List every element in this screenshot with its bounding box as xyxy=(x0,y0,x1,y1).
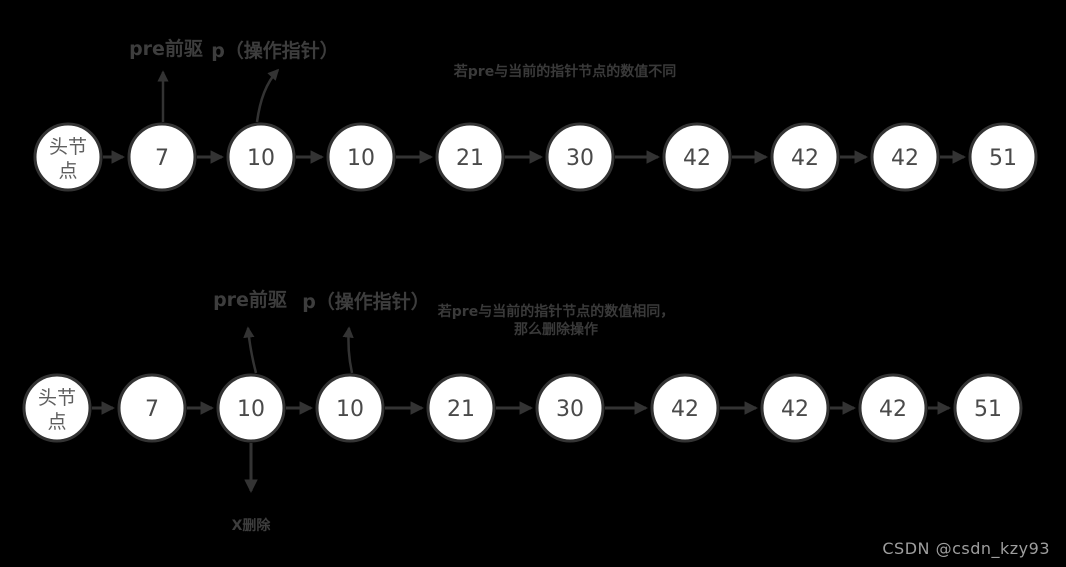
node-value: 42 xyxy=(781,397,809,422)
csdn-watermark: CSDN @csdn_kzy93 xyxy=(882,539,1050,558)
pre-pointer-arrow xyxy=(243,326,258,374)
list-node-circle xyxy=(326,122,396,192)
p-pointer-arrow xyxy=(342,326,354,374)
list-node: 10 xyxy=(216,373,286,443)
pre-pointer-label: pre前驱 xyxy=(129,37,203,60)
node-value: 21 xyxy=(447,397,475,422)
list-node: 42 xyxy=(770,122,840,192)
node-value: 42 xyxy=(879,397,907,422)
head-node-label: 头节点 xyxy=(49,136,87,182)
node-value: 51 xyxy=(974,397,1002,422)
list-node-circle xyxy=(315,373,385,443)
list-node-circle xyxy=(216,373,286,443)
list-node-circle xyxy=(650,373,720,443)
list-node: 7 xyxy=(117,373,187,443)
list-node-circle xyxy=(127,122,197,192)
list-node: 51 xyxy=(953,373,1023,443)
p-pointer-label: p（操作指针） xyxy=(211,39,339,62)
list-node: 21 xyxy=(426,373,496,443)
list-node: 10 xyxy=(226,122,296,192)
list-node-circle xyxy=(858,373,928,443)
node-value: 30 xyxy=(566,146,594,171)
list-node-circle xyxy=(226,122,296,192)
node-value: 42 xyxy=(683,146,711,171)
node-value: 51 xyxy=(989,146,1017,171)
p-pointer-arrow xyxy=(255,68,280,123)
node-value: 10 xyxy=(347,146,375,171)
list-node: 51 xyxy=(968,122,1038,192)
list-node: 10 xyxy=(315,373,385,443)
delete-label: X删除 xyxy=(232,517,272,534)
annotation-text: 若pre与当前的指针节点的数值不同 xyxy=(453,63,676,80)
list-node: 42 xyxy=(870,122,940,192)
list-node-circle xyxy=(968,122,1038,192)
list-node: 7 xyxy=(127,122,197,192)
node-value: 10 xyxy=(336,397,364,422)
top-list-before-delete: 头节点 7 10 10 21 30 42 42 42 51 pre前驱 p（操作指针） 若pre与当前的… xyxy=(33,37,1038,192)
head-node-circle xyxy=(33,122,103,192)
list-node-circle xyxy=(662,122,732,192)
node-value: 7 xyxy=(155,146,169,171)
list-node: 42 xyxy=(662,122,732,192)
node-value: 10 xyxy=(237,397,265,422)
node-value: 42 xyxy=(791,146,819,171)
pre-pointer-label: pre前驱 xyxy=(213,288,287,311)
list-node: 21 xyxy=(435,122,505,192)
head-node: 头节点 xyxy=(33,122,103,192)
list-node: 42 xyxy=(858,373,928,443)
list-node-circle xyxy=(426,373,496,443)
list-node-circle xyxy=(117,373,187,443)
head-node: 头节点 xyxy=(22,373,92,443)
list-node-circle xyxy=(435,122,505,192)
list-node-circle xyxy=(760,373,830,443)
node-value: 42 xyxy=(671,397,699,422)
list-node: 10 xyxy=(326,122,396,192)
head-node-label: 头节点 xyxy=(38,387,76,433)
node-value: 7 xyxy=(145,397,159,422)
bottom-list-delete-case: 头节点 7 10 10 21 30 42 42 42 51 pre前驱 p（操作指针） 若pre与当前的… xyxy=(22,288,1023,534)
list-node: 30 xyxy=(545,122,615,192)
node-value: 21 xyxy=(456,146,484,171)
annotation-text: 若pre与当前的指针节点的数值相同，那么删除操作 xyxy=(437,303,674,338)
p-pointer-label: p（操作指针） xyxy=(302,290,430,313)
list-node: 42 xyxy=(760,373,830,443)
node-value: 30 xyxy=(556,397,584,422)
list-node-circle xyxy=(953,373,1023,443)
list-node: 30 xyxy=(535,373,605,443)
list-node-circle xyxy=(870,122,940,192)
node-value: 42 xyxy=(891,146,919,171)
list-node-circle xyxy=(770,122,840,192)
head-node-circle xyxy=(22,373,92,443)
list-node-circle xyxy=(535,373,605,443)
node-value: 10 xyxy=(247,146,275,171)
list-node: 42 xyxy=(650,373,720,443)
list-node-circle xyxy=(545,122,615,192)
